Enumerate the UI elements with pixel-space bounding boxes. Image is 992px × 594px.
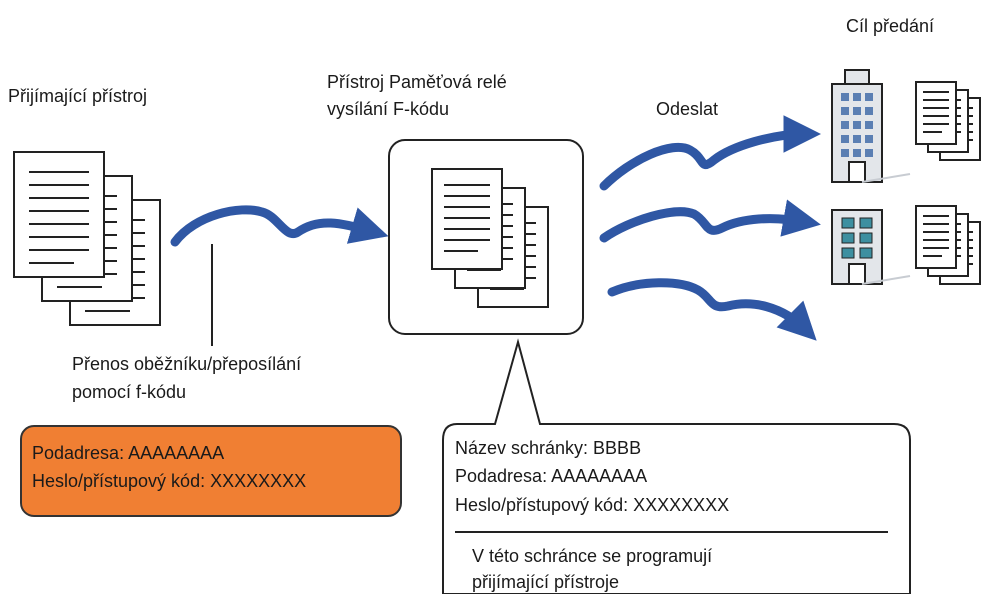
transmission-arrow (170, 205, 389, 247)
relay-device-label-line1: Přístroj Paměťová relé (327, 72, 507, 92)
document-page (915, 81, 957, 145)
documents-icon-left (13, 151, 161, 326)
documents-icon-relay (431, 168, 549, 308)
callout-note-line2: přijímající přístroje (472, 572, 620, 592)
target-label: Cíl předání (846, 16, 935, 36)
receiving-device-label: Přijímající přístroj (8, 86, 148, 106)
send-arrow-top (599, 115, 822, 191)
callout-password: Heslo/přístupový kód: XXXXXXXX (455, 495, 730, 515)
orange-subaddress: Podadresa: AAAAAAAA (32, 443, 225, 463)
callout-note-line1: V této schránce se programují (472, 546, 713, 566)
callout-subaddress: Podadresa: AAAAAAAA (455, 466, 648, 486)
documents-icon-destination-top (915, 81, 981, 161)
send-arrow-middle (599, 199, 821, 243)
send-arrow-bottom (607, 278, 817, 341)
document-page (915, 205, 957, 269)
building-icon-tall (831, 69, 911, 183)
orange-password: Heslo/přístupový kód: XXXXXXXX (32, 471, 307, 491)
document-page (13, 151, 105, 278)
callout-box-name: Název schránky: BBBB (455, 438, 642, 458)
documents-icon-destination-middle (915, 205, 981, 285)
transfer-label-line1: Přenos oběžníku/přeposílání (72, 354, 302, 374)
sender-credentials-box: Podadresa: AAAAAAAA Heslo/přístupový kód… (20, 425, 402, 517)
send-label: Odeslat (656, 99, 719, 119)
transfer-label-line2: pomocí f-kódu (72, 382, 187, 402)
document-page (431, 168, 503, 270)
building-icon-small (831, 209, 911, 285)
relay-device-label-line2: vysílání F-kódu (327, 99, 450, 119)
